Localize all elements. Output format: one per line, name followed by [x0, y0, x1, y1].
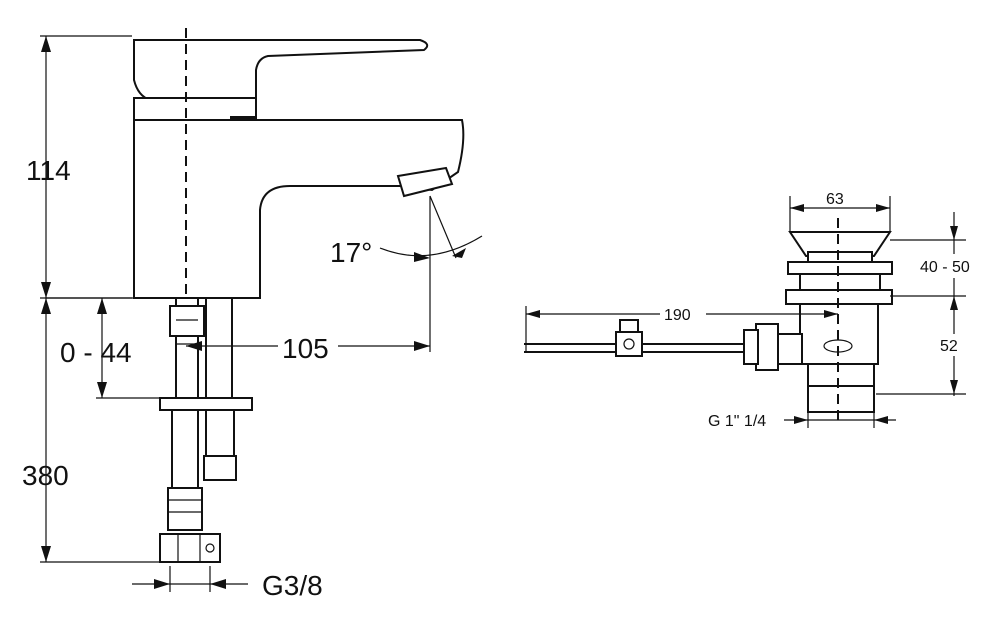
faucet-body [133, 119, 465, 299]
angle-dimension [379, 195, 483, 262]
faucet-mounting-plate [159, 397, 253, 411]
faucet-shank [169, 297, 233, 399]
faucet-drawing: 114 380 [22, 28, 483, 601]
waste-lever-rod [524, 319, 744, 357]
angle-label: 17° [330, 237, 372, 268]
dim-380-label: 380 [22, 460, 69, 491]
faucet-aerator [396, 166, 454, 198]
waste-head-dimension [789, 196, 891, 232]
waste-deck-dimension [876, 212, 966, 396]
dim-thread-label: G 1" 1/4 [708, 413, 766, 430]
dim-114-label: 114 [26, 155, 71, 186]
connection-dimension [132, 566, 248, 592]
waste-thread-dimension [784, 412, 896, 428]
dim-deck-label: 0 - 44 [60, 337, 132, 368]
waste-thread [807, 385, 875, 413]
dim-190-label: 190 [664, 307, 691, 324]
waste-plug-head [788, 231, 892, 257]
dim-52-label: 52 [940, 338, 958, 355]
dim-40-50-label: 40 - 50 [920, 259, 970, 276]
dim-105-label: 105 [282, 333, 329, 364]
faucet-connection-nut [159, 533, 221, 563]
dim-connection-label: G3/8 [262, 570, 323, 601]
faucet-supply-hose [167, 409, 237, 531]
waste-drawing: 63 [524, 191, 992, 430]
dim-63-label: 63 [826, 191, 844, 208]
deck-thickness-dimension [96, 298, 160, 399]
waste-flange [787, 261, 893, 275]
